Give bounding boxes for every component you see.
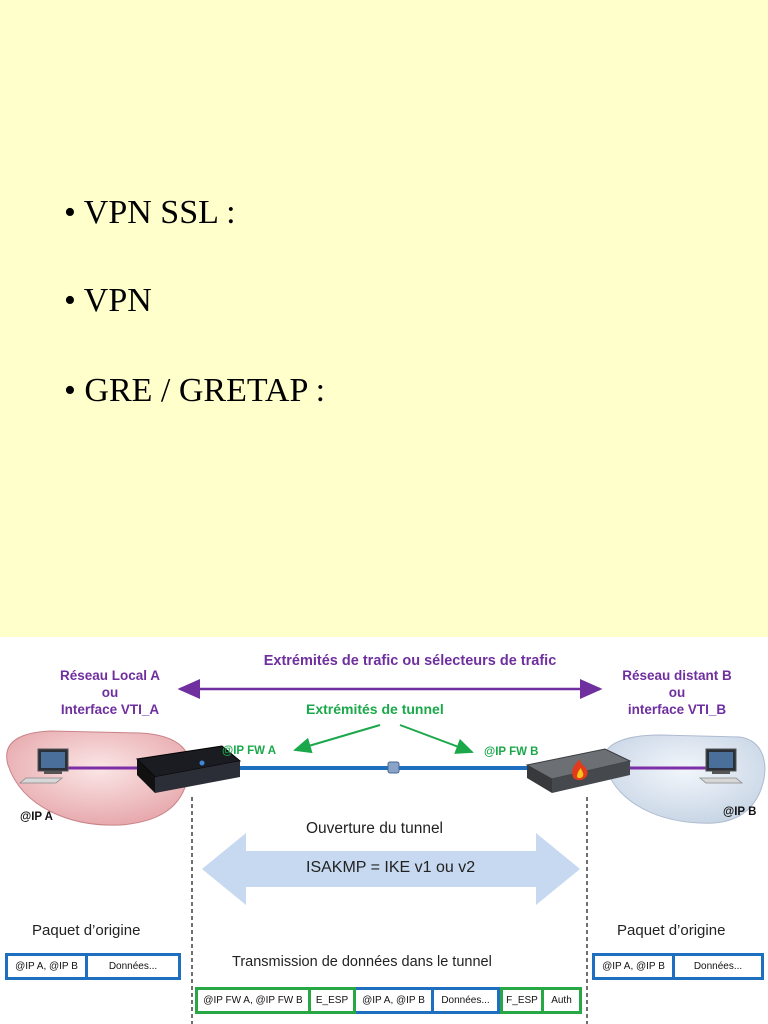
ip-a-label: @IP A <box>20 811 53 823</box>
tunnel-transmission-label: Transmission de données dans le tunnel <box>232 954 492 970</box>
firewall-a-icon <box>135 745 242 793</box>
bullet-vpn-ssl: • VPN SSL : <box>64 194 236 231</box>
computer-b-icon <box>698 748 744 784</box>
tunnel-packet-inner-ip: @IP A, @IP B <box>356 987 434 1014</box>
ip-fw-b-label: @IP FW B <box>484 746 539 758</box>
packet-cell-data-right: Données... <box>675 953 764 980</box>
tunnel-opening-label: Ouverture du tunnel <box>306 820 444 837</box>
right-network-line1: Réseau distant B <box>622 668 732 683</box>
tunnel-packet-esp-header: E_ESP <box>311 987 356 1014</box>
tunnel-endpoints-label: Extrémités de tunnel <box>306 701 444 717</box>
vpn-tunnel-diagram: Réseau Local A ou Interface VTI_A Réseau… <box>0 637 768 1024</box>
tunnel-arrow-right <box>399 724 474 754</box>
right-network-line2: ou <box>668 685 686 700</box>
tunnel-packet-auth: Auth <box>544 987 582 1014</box>
slide-text-area: • VPN SSL : • VPN • GRE / GRETAP : <box>0 0 768 637</box>
bullet-vpn: • VPN <box>64 282 152 319</box>
tunnel-packet-data: Données... <box>434 987 500 1014</box>
diagram-graphics <box>6 679 766 1024</box>
lock-icon <box>387 761 400 774</box>
ip-b-label: @IP B <box>723 806 757 818</box>
tunnel-packet-esp-trailer: F_ESP <box>500 987 544 1014</box>
original-packet-left-label: Paquet d’origine <box>32 922 141 939</box>
computer-a-icon <box>18 748 69 784</box>
right-network-label: Réseau distant B ou interface VTI_B <box>606 667 748 718</box>
ip-fw-a-label: @IP FW A <box>222 745 277 757</box>
traffic-endpoints-label: Extrémités de trafic ou sélecteurs de tr… <box>263 653 557 669</box>
bullet-gre-gretap: • GRE / GRETAP : <box>64 372 326 409</box>
packet-cell-ip-header-right: @IP A, @IP B <box>592 953 675 980</box>
original-packet-right-label: Paquet d’origine <box>617 922 726 939</box>
tunnel-arrow-left <box>293 724 381 754</box>
left-network-label: Réseau Local A ou Interface VTI_A <box>40 667 180 718</box>
left-network-line1: Réseau Local A <box>59 668 161 683</box>
left-network-line3: Interface VTI_A <box>60 702 160 717</box>
isakmp-arrow <box>202 833 580 905</box>
packet-cell-ip-header-left: @IP A, @IP B <box>5 953 88 980</box>
right-network-line3: interface VTI_B <box>627 702 727 717</box>
isakmp-label: ISAKMP = IKE v1 ou v2 <box>306 859 476 876</box>
tunnel-packet-outer-ip: @IP FW A, @IP FW B <box>195 987 311 1014</box>
left-network-line2: ou <box>101 685 119 700</box>
firewall-b-icon <box>525 748 632 793</box>
packet-cell-data-left: Données... <box>88 953 181 980</box>
